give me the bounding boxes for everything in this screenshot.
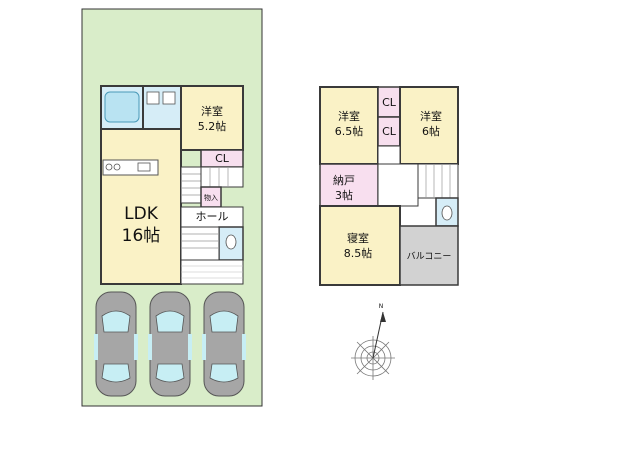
storage-label: 物入	[204, 193, 218, 202]
bedroom-size: 8.5帖	[344, 247, 373, 260]
western-room-name: 洋室	[201, 104, 223, 118]
toilet-icon	[441, 205, 453, 221]
stair-treads	[181, 173, 201, 196]
washbasin-icon	[146, 91, 160, 105]
western-room-6-size: 6帖	[422, 125, 440, 138]
north-label: N	[379, 303, 384, 310]
closet-a-label: CL	[382, 96, 397, 109]
bedroom	[319, 205, 401, 286]
entrance-tiles	[181, 233, 219, 249]
balcony-label: バルコニー	[407, 251, 452, 262]
porch-steps	[181, 265, 243, 279]
stove-icon	[113, 163, 121, 171]
staircase	[417, 163, 459, 199]
staircase	[180, 166, 202, 204]
ldk-name: LDK	[124, 204, 159, 224]
bedroom-name: 寝室	[347, 231, 369, 245]
closet-label: CL	[215, 152, 230, 165]
western-room-size: 5.2帖	[198, 120, 227, 133]
western-room	[180, 85, 244, 151]
ldk-size: 16帖	[122, 226, 161, 246]
ldk-room	[100, 128, 182, 285]
car-icon	[94, 291, 138, 397]
stair-treads	[209, 167, 229, 187]
sink-icon	[137, 162, 151, 172]
stairwell-open	[200, 166, 244, 188]
storeroom-size: 3帖	[335, 189, 353, 202]
balcony	[399, 225, 459, 286]
closet-b-label: CL	[382, 125, 397, 138]
hallway	[377, 163, 419, 207]
parking-spaces	[94, 291, 246, 397]
north-arrow-head	[380, 312, 386, 322]
western-room-6-5-size: 6.5帖	[335, 125, 364, 138]
hall-label: ホール	[196, 210, 229, 223]
western-room-6-name: 洋室	[420, 109, 442, 123]
first-floor: 洋室 5.2帖 CL 物入 ホール	[81, 8, 263, 407]
corridor	[377, 145, 401, 165]
compass-rose: N	[351, 303, 395, 380]
storeroom-name: 納戸	[333, 174, 355, 187]
washer-icon	[162, 91, 176, 105]
stove-icon	[105, 163, 113, 171]
bathtub-icon	[104, 91, 140, 123]
toilet-icon	[225, 234, 237, 250]
western-room-6	[399, 86, 459, 165]
second-floor: 洋室 6.5帖 CL CL 洋室 6帖 納戸 3帖 寝室	[319, 86, 459, 286]
car-icon	[148, 291, 192, 397]
car-icon	[202, 291, 246, 397]
entrance	[180, 226, 220, 261]
storeroom	[319, 163, 379, 207]
western-room-6-5-name: 洋室	[338, 109, 360, 123]
stair-treads	[425, 164, 451, 198]
